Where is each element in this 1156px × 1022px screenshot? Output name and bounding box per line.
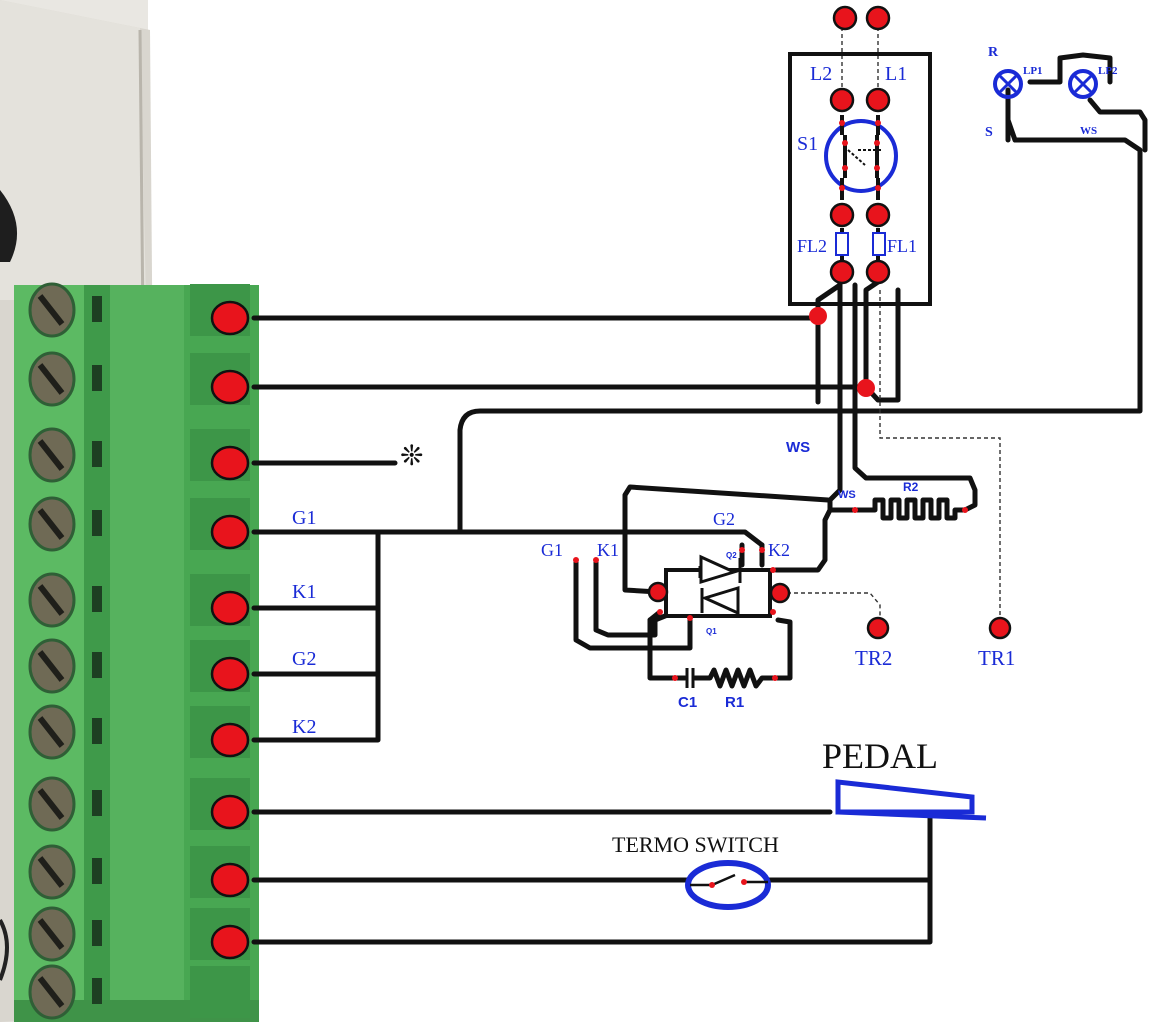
lamp-lp2: [1068, 69, 1098, 99]
label-q1: Q1: [706, 627, 717, 636]
label-q2: Q2: [726, 551, 737, 560]
screw-slot: [37, 439, 65, 471]
block-terminal-9: [210, 862, 250, 898]
label-r2: R2: [903, 480, 919, 494]
label-g2-wire: G2: [292, 648, 316, 670]
label-r1: R1: [725, 694, 744, 711]
label-k1-wire: K1: [292, 581, 316, 603]
block-terminal-circles: [210, 300, 250, 960]
label-g1-wire: G1: [292, 507, 316, 529]
label-k1-node: K1: [597, 540, 619, 560]
block-terminal-8: [210, 794, 250, 830]
label-l2: L2: [810, 63, 832, 85]
line-l1-terminal: [865, 5, 891, 31]
fuse-fl1-icon: [872, 232, 886, 256]
label-k2-node: K2: [768, 540, 790, 560]
label-tr2: TR2: [855, 646, 892, 670]
terminal-slot: [92, 365, 102, 391]
terminal-points: [210, 5, 1012, 960]
label-l1: L1: [885, 63, 907, 85]
label-termo-switch: TERMO SWITCH: [612, 832, 779, 857]
label-ws-small: WS: [838, 489, 856, 501]
triac-q1-symbol: [700, 585, 740, 616]
label-fl1: FL1: [887, 236, 917, 256]
label-g1-node: G1: [541, 540, 563, 560]
screw-slot: [37, 856, 65, 888]
terminal-slot: [92, 978, 102, 1004]
block-terminal-6: [210, 656, 250, 692]
block-terminal-5: [210, 590, 250, 626]
block-terminal-10: [210, 924, 250, 960]
screw-slot: [37, 363, 65, 395]
label-pedal: PEDAL: [822, 736, 938, 776]
switch-s1-symbol: [824, 119, 898, 193]
label-c1: C1: [678, 694, 697, 711]
screw-slot: [37, 584, 65, 616]
block-terminal-3: [210, 445, 250, 481]
terminal-slot: [92, 296, 102, 322]
terminal-slot: [92, 858, 102, 884]
fuse-fl2-icon: [835, 232, 849, 256]
wires: [251, 52, 1148, 945]
tr1-terminal: [988, 616, 1012, 640]
screw-slot: [37, 508, 65, 540]
label-k2-wire: K2: [292, 716, 316, 738]
block-terminal-2: [210, 369, 250, 405]
snubber-c1-r1: [672, 667, 778, 689]
labels: L2 L1 S1 FL2 FL1 R S LP1 LP2 WS WS WS R2…: [292, 45, 1118, 857]
resistor-r2: [854, 497, 968, 521]
termo-switch-symbol: [685, 860, 771, 910]
lamp-lp1: [993, 69, 1023, 99]
switch-fuse-box: [788, 52, 932, 306]
block-terminal-7: [210, 722, 250, 758]
label-fl2: FL2: [797, 236, 827, 256]
triac-q2-symbol: [699, 554, 739, 585]
label-lp2: LP2: [1098, 65, 1118, 77]
label-tr1: TR1: [978, 646, 1015, 670]
label-g2-node: G2: [713, 509, 735, 529]
terminal-slot: [92, 441, 102, 467]
label-asterisk: ❊: [400, 441, 423, 472]
terminal-slot: [92, 510, 102, 536]
label-lp1: LP1: [1023, 65, 1043, 77]
screw-slot: [37, 294, 65, 326]
label-s1: S1: [797, 133, 818, 155]
label-ws-mid: WS: [786, 439, 810, 456]
terminal-slot: [92, 920, 102, 946]
screw-slot: [37, 918, 65, 950]
triac-module: [658, 554, 778, 618]
label-r: R: [988, 45, 999, 60]
screw-slot: [37, 716, 65, 748]
terminal-cell: [190, 966, 250, 1018]
terminal-slot: [92, 652, 102, 678]
screw-slot: [37, 650, 65, 682]
label-ws-top: WS: [1080, 125, 1097, 137]
terminal-slot: [92, 586, 102, 612]
block-terminal-4: [210, 514, 250, 550]
block-terminal-1: [210, 300, 250, 336]
terminal-slot: [92, 718, 102, 744]
screw-slot: [37, 976, 65, 1008]
dashed-links: [780, 20, 1001, 625]
screw-slot: [37, 788, 65, 820]
pedal-symbol: [835, 779, 987, 821]
terminal-slot: [92, 790, 102, 816]
tr2-terminal: [866, 616, 890, 640]
line-l2-terminal: [832, 5, 858, 31]
label-s: S: [985, 125, 993, 140]
